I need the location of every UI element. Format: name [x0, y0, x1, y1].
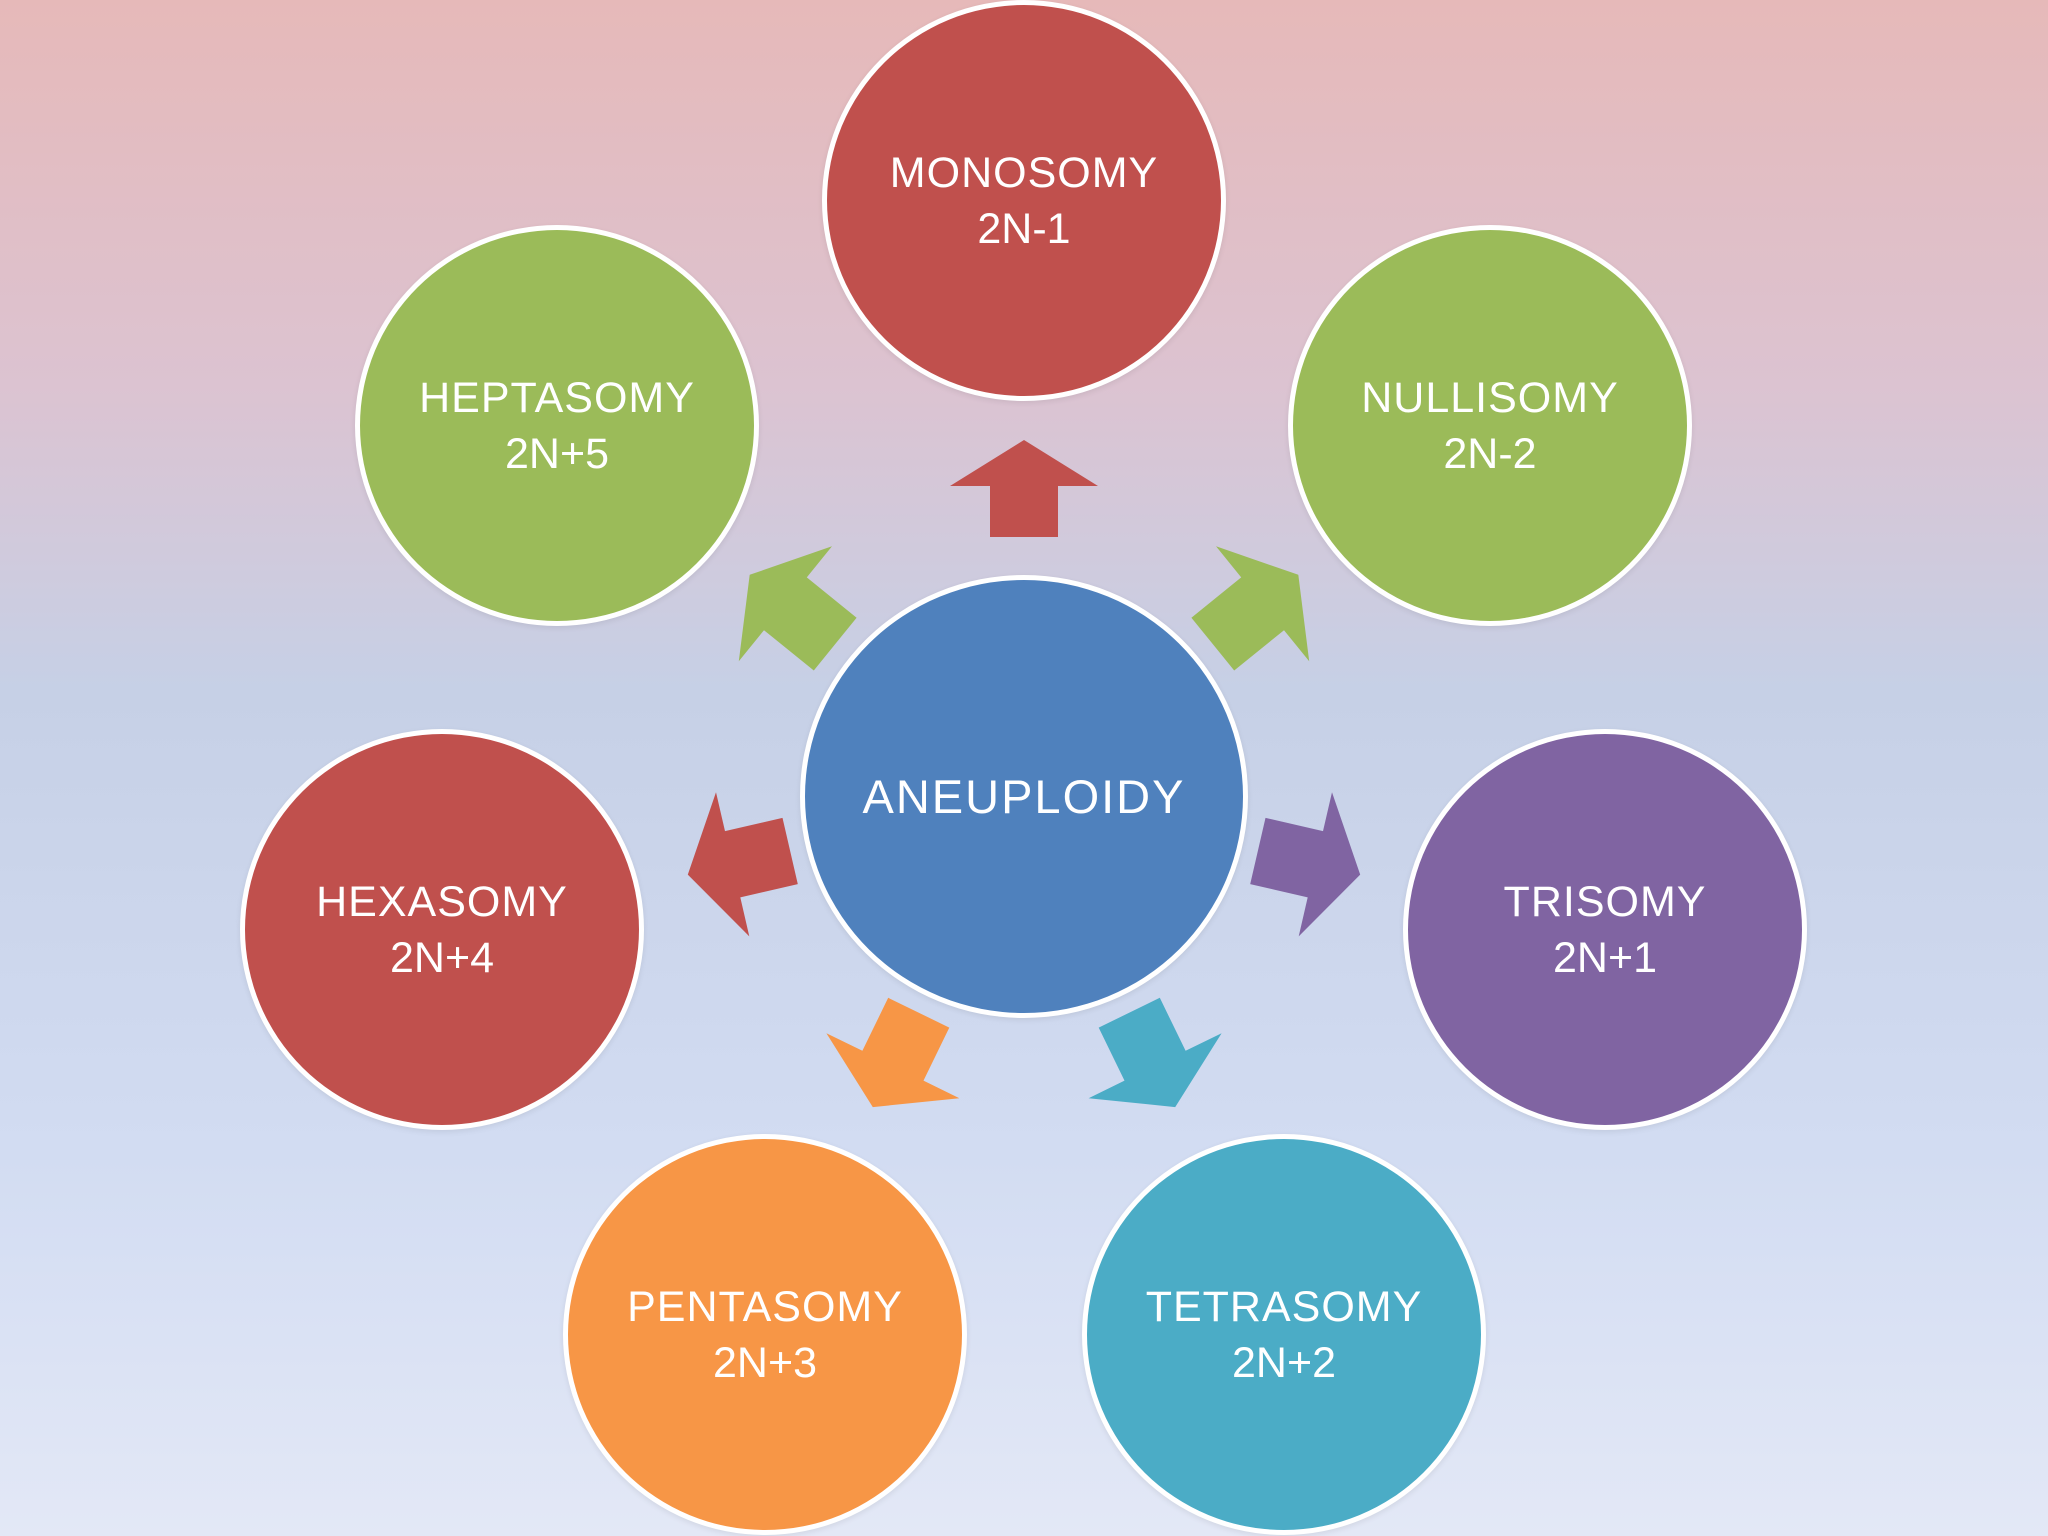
node-monosomy-formula: 2N-1 [977, 204, 1071, 253]
center-node-aneuploidy: ANEUPLOIDY [800, 575, 1248, 1018]
node-hexasomy-name: HEXASOMY [316, 877, 568, 926]
arrow-to-tetrasomy [1088, 997, 1222, 1108]
node-trisomy-name: TRISOMY [1503, 877, 1707, 926]
arrow-to-heptasomy [738, 546, 857, 671]
node-monosomy-name: MONOSOMY [889, 148, 1159, 197]
node-tetrasomy-name: TETRASOMY [1145, 1282, 1423, 1331]
node-trisomy: TRISOMY 2N+1 [1403, 729, 1807, 1130]
node-nullisomy-name: NULLISOMY [1361, 373, 1619, 422]
node-monosomy: MONOSOMY 2N-1 [822, 0, 1226, 401]
node-nullisomy: NULLISOMY 2N-2 [1288, 225, 1692, 626]
arrow-to-trisomy [1250, 792, 1361, 937]
node-hexasomy-formula: 2N+4 [390, 933, 494, 982]
node-heptasomy: HEPTASOMY 2N+5 [355, 225, 759, 626]
node-nullisomy-formula: 2N-2 [1443, 429, 1537, 478]
node-trisomy-formula: 2N+1 [1553, 933, 1657, 982]
node-heptasomy-formula: 2N+5 [505, 429, 609, 478]
node-pentasomy-name: PENTASOMY [627, 1282, 903, 1331]
node-pentasomy-formula: 2N+3 [713, 1338, 817, 1387]
arrow-to-pentasomy [826, 997, 960, 1108]
node-tetrasomy-formula: 2N+2 [1232, 1338, 1336, 1387]
node-heptasomy-name: HEPTASOMY [419, 373, 695, 422]
arrow-to-nullisomy [1191, 546, 1310, 671]
node-pentasomy: PENTASOMY 2N+3 [563, 1134, 967, 1535]
node-hexasomy: HEXASOMY 2N+4 [240, 729, 644, 1130]
center-node-label: ANEUPLOIDY [862, 769, 1186, 823]
arrow-to-hexasomy [687, 792, 798, 937]
node-tetrasomy: TETRASOMY 2N+2 [1082, 1134, 1486, 1535]
arrow-to-monosomy [950, 440, 1098, 537]
